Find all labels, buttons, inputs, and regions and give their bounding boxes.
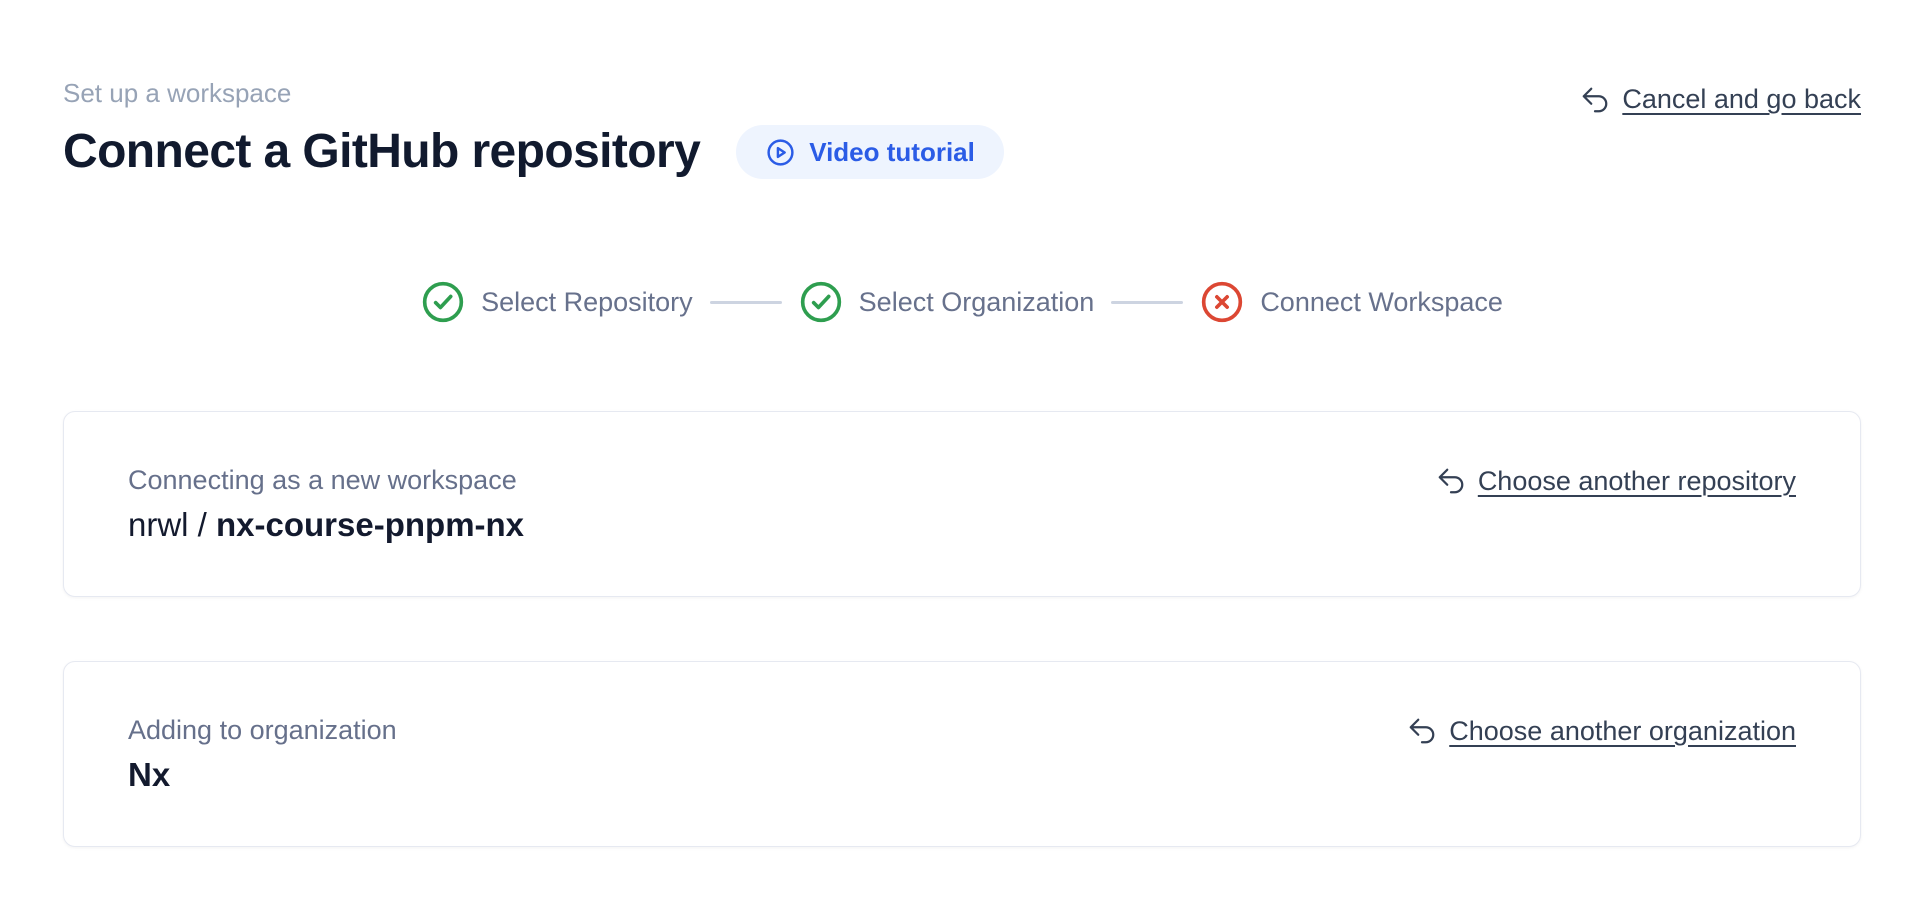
arrow-uturn-left-icon bbox=[1436, 466, 1466, 496]
check-circle-icon bbox=[799, 280, 843, 324]
video-tutorial-button[interactable]: Video tutorial bbox=[736, 125, 1004, 179]
stepper-connector bbox=[709, 300, 782, 304]
setup-stepper: Select Repository Select Organization Co… bbox=[63, 280, 1861, 324]
repository-card: Connecting as a new workspace nrwl / nx-… bbox=[63, 411, 1861, 597]
choose-repository-label: Choose another repository bbox=[1477, 465, 1796, 496]
repository-owner: nrwl / bbox=[128, 505, 217, 543]
repository-card-label: Connecting as a new workspace bbox=[128, 464, 517, 495]
step-label: Select Repository bbox=[481, 286, 693, 317]
organization-card-label: Adding to organization bbox=[128, 714, 397, 745]
play-circle-icon bbox=[765, 137, 796, 168]
check-circle-icon bbox=[421, 280, 465, 324]
step-select-organization: Select Organization bbox=[799, 280, 1095, 324]
arrow-uturn-left-icon bbox=[1580, 85, 1610, 115]
x-circle-icon bbox=[1200, 280, 1244, 324]
step-connect-workspace: Connect Workspace bbox=[1200, 280, 1503, 324]
choose-organization-label: Choose another organization bbox=[1449, 715, 1796, 746]
choose-another-organization-link[interactable]: Choose another organization bbox=[1407, 716, 1796, 747]
choose-another-repository-link[interactable]: Choose another repository bbox=[1436, 466, 1796, 497]
organization-name: Nx bbox=[128, 755, 171, 793]
page-title: Connect a GitHub repository bbox=[63, 125, 701, 178]
repository-name: nrwl / nx-course-pnpm-nx bbox=[128, 506, 524, 544]
step-label: Select Organization bbox=[858, 286, 1095, 317]
stepper-connector bbox=[1111, 300, 1184, 304]
step-select-repository: Select Repository bbox=[421, 280, 693, 324]
organization-card: Adding to organization Nx Choose another… bbox=[63, 661, 1861, 847]
repository-repo: nx-course-pnpm-nx bbox=[216, 505, 525, 543]
arrow-uturn-left-icon bbox=[1407, 716, 1437, 746]
eyebrow-text: Set up a workspace bbox=[63, 78, 292, 108]
cancel-link-label: Cancel and go back bbox=[1622, 84, 1861, 114]
video-tutorial-label: Video tutorial bbox=[809, 136, 975, 167]
cancel-and-go-back-link[interactable]: Cancel and go back bbox=[1580, 84, 1861, 115]
step-label: Connect Workspace bbox=[1260, 286, 1503, 317]
